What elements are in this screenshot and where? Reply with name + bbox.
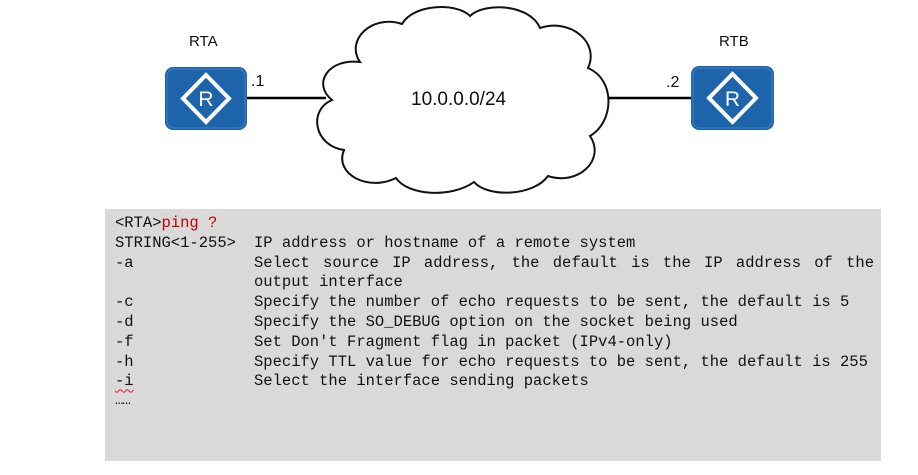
cli-option-row: -h Specify TTL value for echo requests t… [115, 353, 881, 373]
cli-option-flag: -i [115, 372, 254, 392]
cli-option-flag: -a [115, 253, 134, 272]
router-icon: R [691, 66, 774, 130]
cloud-subnet-label: 10.0.0.0/24 [411, 89, 507, 110]
cli-usage-option: STRING<1-255> [115, 233, 236, 252]
cli-option-desc: Select source IP address, the default is… [254, 253, 874, 292]
router-a-name: RTA [189, 33, 218, 50]
cli-option-row: -c Specify the number of echo requests t… [115, 293, 881, 313]
cli-output: <RTA>ping ? STRING<1-255> IP address or h… [105, 209, 881, 461]
cli-command: ping ? [161, 214, 218, 232]
router-b-name: RTB [719, 33, 749, 50]
cli-option-flag: -f [115, 332, 134, 351]
network-topology: R R [165, 6, 774, 194]
cli-prompt-line: <RTA>ping ? [115, 214, 881, 234]
cli-option-row: -d Specify the SO_DEBUG option on the so… [115, 313, 881, 333]
cli-option-flag: -d [115, 312, 134, 331]
cli-option-desc: Specify the number of echo requests to b… [254, 293, 850, 312]
router-icon: R [165, 67, 247, 130]
cli-option-desc: Set Don't Fragment flag in packet (IPv4-… [254, 332, 673, 351]
cli-option-flag: -h [115, 352, 134, 371]
svg-text:R: R [725, 88, 740, 111]
router-b-interface-label: .2 [666, 74, 680, 91]
cli-option-desc: Specify the SO_DEBUG option on the socke… [254, 312, 738, 331]
cli-usage-line: STRING<1-255> IP address or hostname of a… [115, 234, 881, 254]
cli-prompt: <RTA> [115, 214, 162, 232]
cli-option-flag-text: -i [115, 372, 134, 391]
cli-usage-desc: IP address or hostname of a remote syste… [254, 233, 636, 252]
cli-option-row: -a Select source IP address, the default… [115, 254, 881, 294]
svg-text:R: R [198, 88, 213, 111]
cli-option-desc: Specify TTL value for echo requests to b… [254, 352, 868, 371]
cloud-icon [316, 6, 610, 194]
cli-option-row: -f Set Don't Fragment flag in packet (IP… [115, 333, 881, 353]
router-a-interface-label: .1 [251, 73, 265, 90]
cli-option-flag: -c [115, 293, 134, 312]
cli-option-desc: Select the interface sending packets [254, 372, 589, 391]
cli-option-row: -i Select the interface sending packets [115, 372, 881, 392]
cli-ellipsis: …… [115, 393, 131, 410]
